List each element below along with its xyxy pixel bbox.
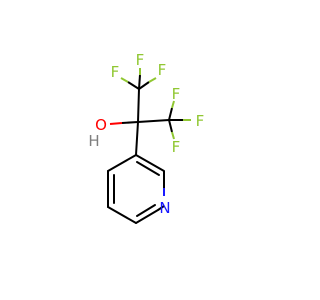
- bond-ca-f-right: [138, 81, 150, 90]
- bond-ca-f-right-colored: [148, 77, 157, 83]
- atom-h-hydroxyl: H: [88, 132, 99, 150]
- bond-ca-c1: [137, 88, 140, 123]
- bond-ca-f-left: [127, 81, 140, 90]
- bond-ca-f-left-colored: [120, 77, 129, 83]
- bond-cb-f-top-colored: [171, 100, 175, 109]
- atom-f-upper-right: F: [158, 61, 167, 79]
- bond-ring-c6-n: [157, 205, 165, 211]
- bond-c1-o-colored: [109, 122, 123, 125]
- bond-ring-c2-c7: [135, 154, 165, 172]
- bond-cb-f-top: [168, 107, 173, 121]
- atom-f-right-top: F: [172, 85, 181, 103]
- bond-c1-o: [121, 121, 139, 124]
- atom-f-upper-left: F: [111, 63, 120, 81]
- atom-n-pyridine: N: [159, 199, 170, 217]
- structure-canvas: F F F F F F O H N: [88, 51, 205, 224]
- molecule-diagram: F F F F F F O H N: [88, 51, 205, 224]
- atom-f-right-mid: F: [196, 112, 205, 130]
- bond-ca-f-top: [138, 74, 141, 90]
- atom-f-right-bottom: F: [172, 138, 181, 156]
- bond-ring-c2-c7-inner: [136, 161, 160, 176]
- bond-cb-c1: [137, 119, 170, 123]
- atom-o-hydroxyl: O: [95, 116, 107, 134]
- bond-cb-f-bottom-colored: [171, 131, 175, 140]
- bond-ring-c4-c5: [107, 206, 137, 224]
- bond-ring-c5-c6: [135, 209, 159, 224]
- bond-c1-c2: [135, 121, 139, 156]
- bond-ring-c5-c6-inner: [136, 204, 156, 217]
- bond-cb-f-bottom: [168, 119, 173, 133]
- bond-ring-c2-c3: [107, 154, 137, 172]
- atom-f-upper-top: F: [136, 51, 145, 69]
